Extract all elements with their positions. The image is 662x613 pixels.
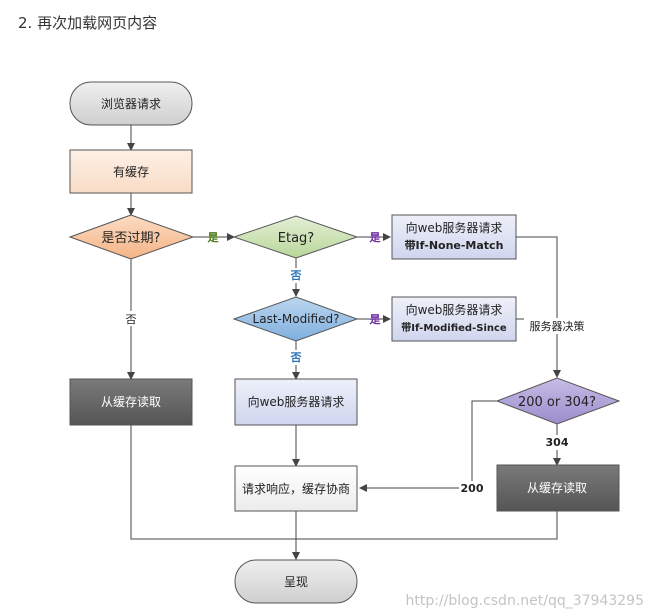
edge-label-200: 200 [461, 482, 484, 495]
node-last-modified-decision [232, 296, 359, 342]
label-read-cache-left: 从缓存读取 [101, 395, 161, 409]
node-present [234, 559, 358, 604]
label-response-negotiate: 请求响应，缓存协商 [242, 481, 350, 496]
label-none-match-line1: 向web服务器请求 [406, 220, 503, 235]
label-browser-request: 浏览器请求 [101, 96, 161, 111]
node-etag-decision [232, 215, 359, 259]
label-mod-since-line2: 带If-Modified-Since [401, 321, 507, 334]
node-request-if-modified-since [391, 296, 517, 342]
edge-label-no-1: 否 [126, 313, 137, 326]
edge-label-yes-2: 是 [369, 231, 382, 244]
label-mod-since-line1: 向web服务器请求 [406, 302, 503, 317]
node-read-cache-left [69, 378, 193, 426]
node-response-negotiate [234, 465, 358, 512]
edge-label-server-decides: 服务器决策 [530, 319, 585, 333]
edge-label-bg-200 [459, 481, 485, 496]
label-expired: 是否过期? [102, 231, 161, 246]
label-etag: Etag? [278, 231, 314, 246]
edge-left-cache-to-present [130, 425, 296, 540]
edge-label-yes-1: 是 [207, 231, 220, 244]
node-request-if-none-match [391, 214, 517, 260]
edge-label-bg-server-decides [524, 318, 590, 334]
label-code-decision: 200 or 304? [518, 395, 596, 410]
node-code-decision [495, 377, 621, 425]
node-expired-decision [68, 214, 195, 260]
edge-decision-200 [359, 400, 497, 492]
edge-label-yes-3: 是 [369, 313, 382, 326]
node-request-server [234, 378, 358, 426]
node-browser-request [69, 81, 193, 126]
label-read-cache-right: 从缓存读取 [527, 481, 587, 495]
label-present: 呈现 [284, 575, 308, 589]
node-has-cache [69, 149, 193, 194]
edge-label-bg-no-2 [288, 268, 304, 283]
label-last-modified: Last-Modified? [253, 312, 340, 326]
edge-none-match-to-decision [516, 236, 561, 378]
label-none-match-line2: 带If-None-Match [405, 238, 504, 252]
edge-label-bg-no-1 [123, 311, 139, 326]
edge-label-no-3: 否 [290, 351, 302, 364]
edge-label-bg-no-3 [288, 350, 304, 365]
edge-right-cache-to-present [296, 511, 558, 540]
node-read-cache-right [496, 464, 620, 512]
edge-label-bg-304 [545, 435, 569, 450]
watermark: http://blog.csdn.net/qq_37943295 [406, 593, 645, 609]
edge-label-no-2: 否 [290, 269, 302, 282]
label-has-cache: 有缓存 [113, 165, 149, 179]
page-title: 2. 再次加载网页内容 [18, 14, 158, 32]
edge-label-304: 304 [546, 436, 569, 449]
label-request-server: 向web服务器请求 [248, 394, 345, 409]
